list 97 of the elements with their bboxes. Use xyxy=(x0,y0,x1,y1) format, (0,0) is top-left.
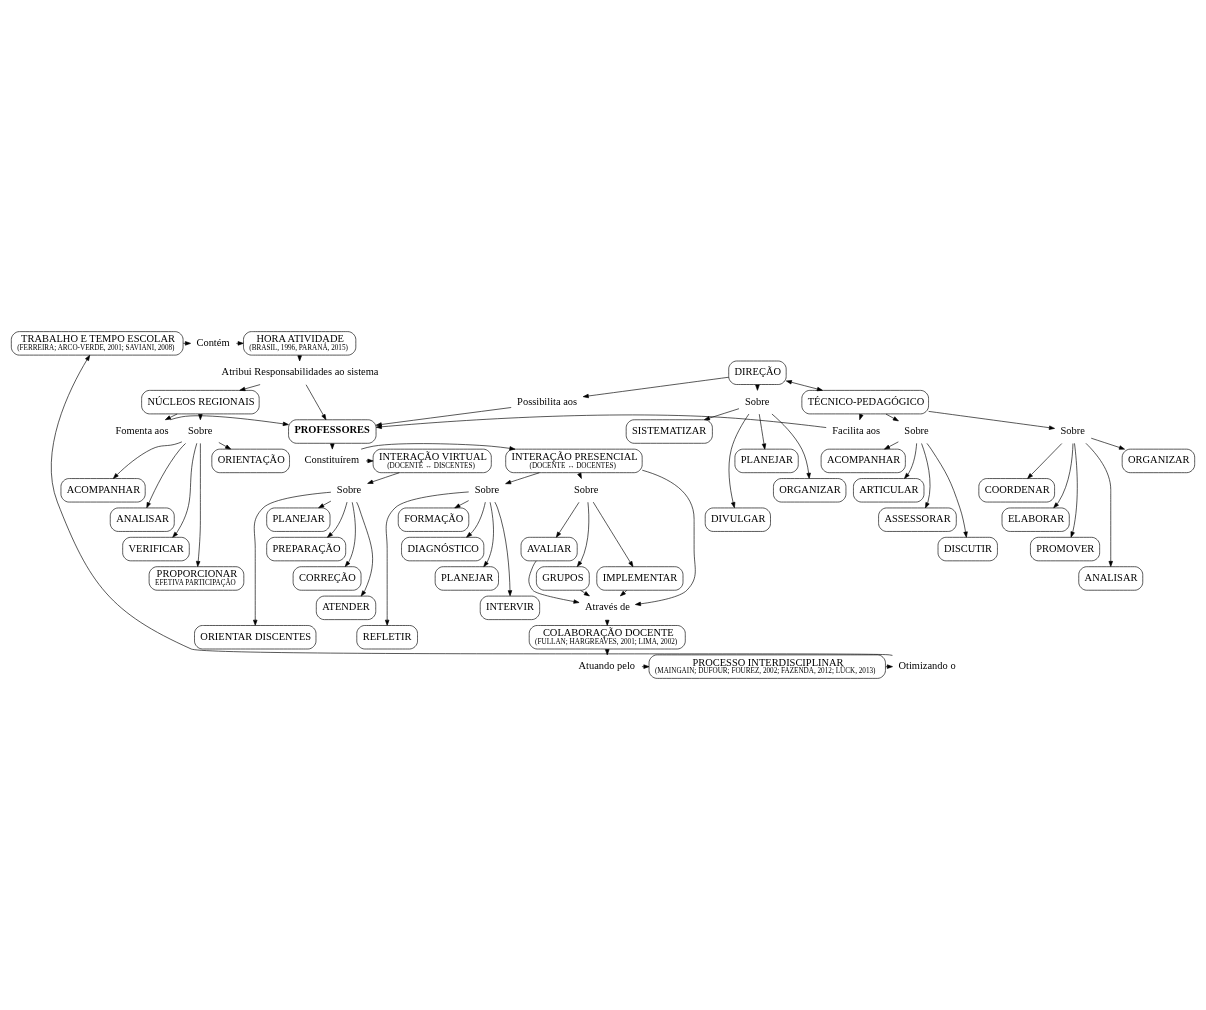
node-text: Atribui Responsabilidades ao sistema xyxy=(221,366,379,378)
node-box: SISTEMATIZAR xyxy=(625,419,713,444)
node-text: Contém xyxy=(196,336,230,348)
node-box: ACOMPANHAR xyxy=(820,448,906,473)
arrow xyxy=(375,414,827,429)
node-text: Através de xyxy=(585,601,630,613)
node-box: DIVULGAR xyxy=(704,507,771,532)
arrow xyxy=(367,472,400,484)
node-text: Sobre xyxy=(187,425,213,437)
arrow xyxy=(556,502,580,538)
node-text: Otimizando o xyxy=(898,660,956,672)
node-box: ORIENTAÇÃO xyxy=(211,448,290,473)
arrow xyxy=(928,411,1055,430)
arrow xyxy=(1027,443,1063,479)
arrow xyxy=(146,443,186,509)
node-box: ANALISAR xyxy=(109,507,175,532)
arrow xyxy=(1070,443,1078,538)
arrow xyxy=(728,413,750,509)
arrow xyxy=(327,501,348,538)
arrow xyxy=(172,442,198,538)
node-box: INTERVIR xyxy=(479,595,540,620)
arrow xyxy=(1090,437,1125,450)
node-text: Fomenta aos xyxy=(115,425,169,437)
node-box: ATENDER xyxy=(316,595,377,620)
arrow xyxy=(758,413,767,450)
node-text: Possibilita aos xyxy=(517,395,578,407)
arrow xyxy=(113,441,183,479)
arrow xyxy=(1085,443,1113,567)
node-box: COORDENAR xyxy=(978,478,1055,503)
node-text: Sobre xyxy=(474,483,500,495)
arrow xyxy=(505,472,540,485)
arrow xyxy=(360,443,516,451)
node-text: Sobre xyxy=(1060,425,1085,437)
arrow xyxy=(592,501,634,567)
node-box: ORIENTAR DISCENTES xyxy=(194,625,317,650)
node-box: ANALISAR xyxy=(1078,566,1144,591)
node-box: PROMOVER xyxy=(1030,537,1100,562)
node-box: ASSESSORAR xyxy=(878,507,957,532)
node-box: ARTICULAR xyxy=(853,478,925,503)
arrow xyxy=(182,341,191,346)
node-text: Sobre xyxy=(573,483,599,495)
arrow xyxy=(236,341,244,346)
arrow xyxy=(344,501,356,567)
arrow xyxy=(1053,443,1074,509)
arrow xyxy=(528,560,580,604)
node-box: PREPARAÇÃO xyxy=(266,537,346,562)
arrow xyxy=(576,501,590,567)
arrow xyxy=(885,664,893,669)
node-box: ORGANIZAR xyxy=(773,478,847,503)
node-text: Sobre xyxy=(336,483,362,495)
node-box: REFLETIR xyxy=(356,625,418,650)
arrow xyxy=(921,443,931,509)
arrow xyxy=(385,491,470,626)
arrow xyxy=(580,590,590,597)
node-box: FORMAÇÃO xyxy=(397,507,470,532)
arrow xyxy=(356,501,373,597)
node-text: Sobre xyxy=(745,395,770,407)
node-box: CORREÇÃO xyxy=(292,566,362,591)
arrow xyxy=(196,443,201,567)
arrow xyxy=(582,376,729,399)
arrow xyxy=(218,442,232,450)
node-box: DISCUTIR xyxy=(937,537,998,562)
arrow xyxy=(926,443,968,538)
node-box: DIAGNÓSTICO xyxy=(401,537,485,562)
arrow xyxy=(375,407,512,427)
node-box: PLANEJAR xyxy=(434,566,499,591)
arrow xyxy=(165,413,178,421)
node-box: ELABORAR xyxy=(1001,507,1070,532)
arrow xyxy=(703,408,740,421)
arrow xyxy=(454,500,469,509)
node-text: Sobre xyxy=(904,425,929,437)
arrow xyxy=(494,501,513,597)
arrow xyxy=(253,491,332,626)
node-box: PLANEJAR xyxy=(266,507,331,532)
arrow xyxy=(635,469,696,606)
arrow xyxy=(884,441,899,450)
node-box: PLANEJAR xyxy=(734,448,799,473)
node-box: VERIFICAR xyxy=(122,537,190,562)
node-text: Facilita aos xyxy=(832,425,881,437)
node-box: GRUPOS xyxy=(536,566,590,591)
arrow xyxy=(620,590,628,597)
arrow xyxy=(885,413,899,422)
arrow xyxy=(771,413,811,479)
arrow xyxy=(305,384,327,421)
node-box: AVALIAR xyxy=(520,537,578,562)
node-text: Constituírem xyxy=(304,454,360,466)
arrow xyxy=(239,384,261,391)
arrow xyxy=(786,380,823,392)
node-box: ACOMPANHAR xyxy=(60,478,146,503)
arrow xyxy=(318,500,332,509)
arrow xyxy=(904,443,917,479)
node-box: ORGANIZAR xyxy=(1121,448,1195,473)
arrow xyxy=(641,664,650,669)
arrow xyxy=(483,501,494,567)
arrow xyxy=(365,458,374,464)
arrow xyxy=(466,501,486,538)
node-text: Atuando pelo xyxy=(578,660,636,672)
